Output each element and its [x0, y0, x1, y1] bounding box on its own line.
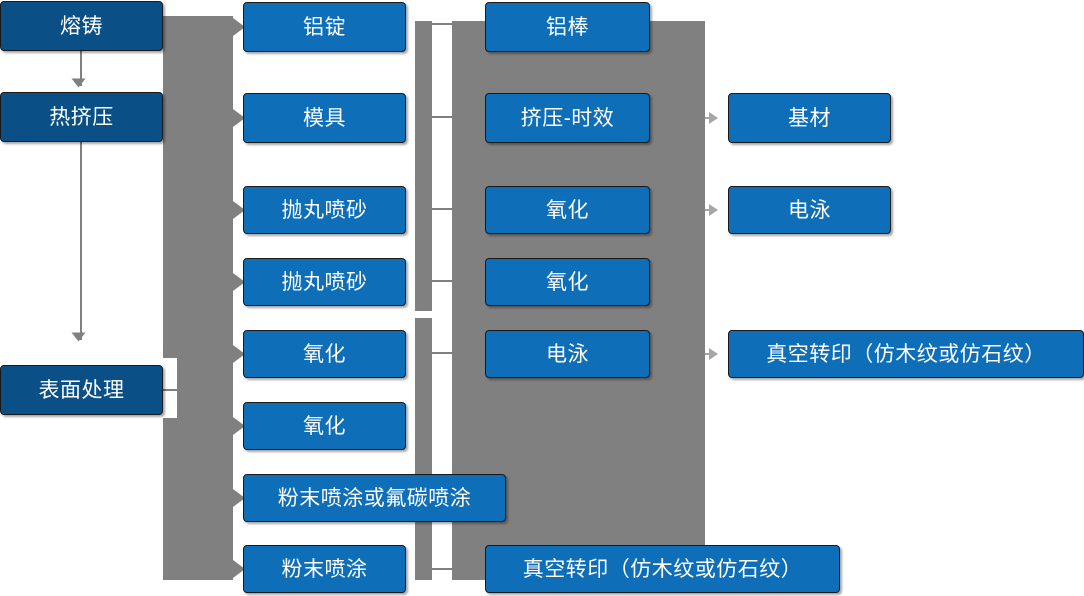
node-oxidation-c2-2-label: 氧化 — [303, 414, 346, 438]
node-vacuum-transfer-c4[interactable]: 真空转印（仿木纹或仿石纹） — [728, 330, 1084, 378]
connector-step1-spine-lower — [415, 318, 432, 580]
node-substrate-label: 基材 — [788, 106, 831, 130]
node-hot-extrusion[interactable]: 热挤压 — [0, 92, 163, 142]
node-extrusion-aging[interactable]: 挤压-时效 — [485, 93, 650, 143]
connector-hotextrude-arrow — [71, 332, 86, 342]
node-aluminum-bar-label: 铝棒 — [546, 15, 589, 39]
rung-c2n3 — [432, 208, 452, 210]
rung-c2n4 — [432, 280, 452, 282]
node-meltcast[interactable]: 熔铸 — [0, 1, 163, 51]
connector-arrow-to-c2n3 — [233, 201, 245, 219]
node-electrophoresis-c4[interactable]: 电泳 — [728, 186, 891, 234]
node-oxidation-c2-2[interactable]: 氧化 — [243, 402, 406, 450]
arrow-c3n5-to-c4n3 — [705, 348, 718, 360]
node-powder-coating[interactable]: 粉末喷涂 — [243, 545, 406, 593]
node-oxidation-c2-1[interactable]: 氧化 — [243, 330, 406, 378]
rung-c2n5 — [432, 352, 452, 354]
node-oxidation-c3-2-label: 氧化 — [546, 270, 589, 294]
node-mold[interactable]: 模具 — [243, 93, 406, 143]
node-mold-label: 模具 — [303, 106, 346, 130]
connector-meltcast-arrow — [71, 78, 86, 88]
connector-arrow-to-c2n2 — [233, 109, 245, 127]
node-oxidation-c2-1-label: 氧化 — [303, 342, 346, 366]
node-powder-or-fluorocarbon-coating-label: 粉末喷涂或氟碳喷涂 — [277, 486, 472, 510]
node-shot-blasting-2-label: 抛丸喷砂 — [281, 270, 368, 294]
connector-arrow-to-c2n6 — [233, 417, 245, 435]
connector-arrow-to-c2n5 — [233, 345, 245, 363]
node-aluminum-bar[interactable]: 铝棒 — [485, 2, 650, 52]
connector-meltcast-drop — [80, 50, 82, 86]
node-extrusion-aging-label: 挤压-时效 — [520, 106, 615, 130]
arrow-c3n3-to-c4n2 — [705, 204, 718, 216]
connector-arrow-to-c2n8 — [233, 560, 245, 578]
node-electrophoresis-c3-label: 电泳 — [546, 342, 589, 366]
node-surface-treatment[interactable]: 表面处理 — [0, 365, 163, 415]
node-shot-blasting-1[interactable]: 抛丸喷砂 — [243, 186, 406, 234]
node-shot-blasting-1-label: 抛丸喷砂 — [281, 198, 368, 222]
node-hot-extrusion-label: 热挤压 — [49, 105, 114, 129]
connector-stage-to-step1-body — [163, 16, 233, 580]
node-oxidation-c3-1[interactable]: 氧化 — [485, 186, 650, 234]
connector-step1-spine-upper — [415, 21, 432, 311]
connector-arrow-to-c2n7 — [233, 489, 245, 507]
connector-arrow-to-c2n1 — [233, 18, 245, 36]
arrow-c3n2-to-c4n1 — [705, 112, 718, 124]
node-substrate[interactable]: 基材 — [728, 93, 891, 143]
node-powder-or-fluorocarbon-coating[interactable]: 粉末喷涂或氟碳喷涂 — [243, 474, 506, 522]
node-vacuum-transfer-c3[interactable]: 真空转印（仿木纹或仿石纹） — [485, 545, 840, 593]
connector-stage-notch-mask — [163, 358, 177, 418]
node-aluminum-ingot-label: 铝锭 — [303, 15, 346, 39]
node-electrophoresis-c4-label: 电泳 — [788, 198, 831, 222]
connector-stage-stub-line — [163, 389, 177, 391]
rung-c2n1 — [432, 23, 452, 25]
node-vacuum-transfer-c3-label: 真空转印（仿木纹或仿石纹） — [522, 557, 803, 581]
rung-c2n2 — [432, 116, 452, 118]
node-vacuum-transfer-c4-label: 真空转印（仿木纹或仿石纹） — [766, 342, 1046, 366]
rung-c2n8 — [432, 568, 452, 570]
node-shot-blasting-2[interactable]: 抛丸喷砂 — [243, 258, 406, 306]
node-oxidation-c3-2[interactable]: 氧化 — [485, 258, 650, 306]
node-aluminum-ingot[interactable]: 铝锭 — [243, 2, 406, 52]
node-powder-coating-label: 粉末喷涂 — [281, 557, 368, 581]
node-meltcast-label: 熔铸 — [60, 14, 103, 38]
node-oxidation-c3-1-label: 氧化 — [546, 198, 589, 222]
connector-arrow-to-c2n4 — [233, 273, 245, 291]
node-surface-treatment-label: 表面处理 — [38, 378, 125, 402]
connector-hotextrude-drop — [80, 142, 82, 340]
node-electrophoresis-c3[interactable]: 电泳 — [485, 330, 650, 378]
